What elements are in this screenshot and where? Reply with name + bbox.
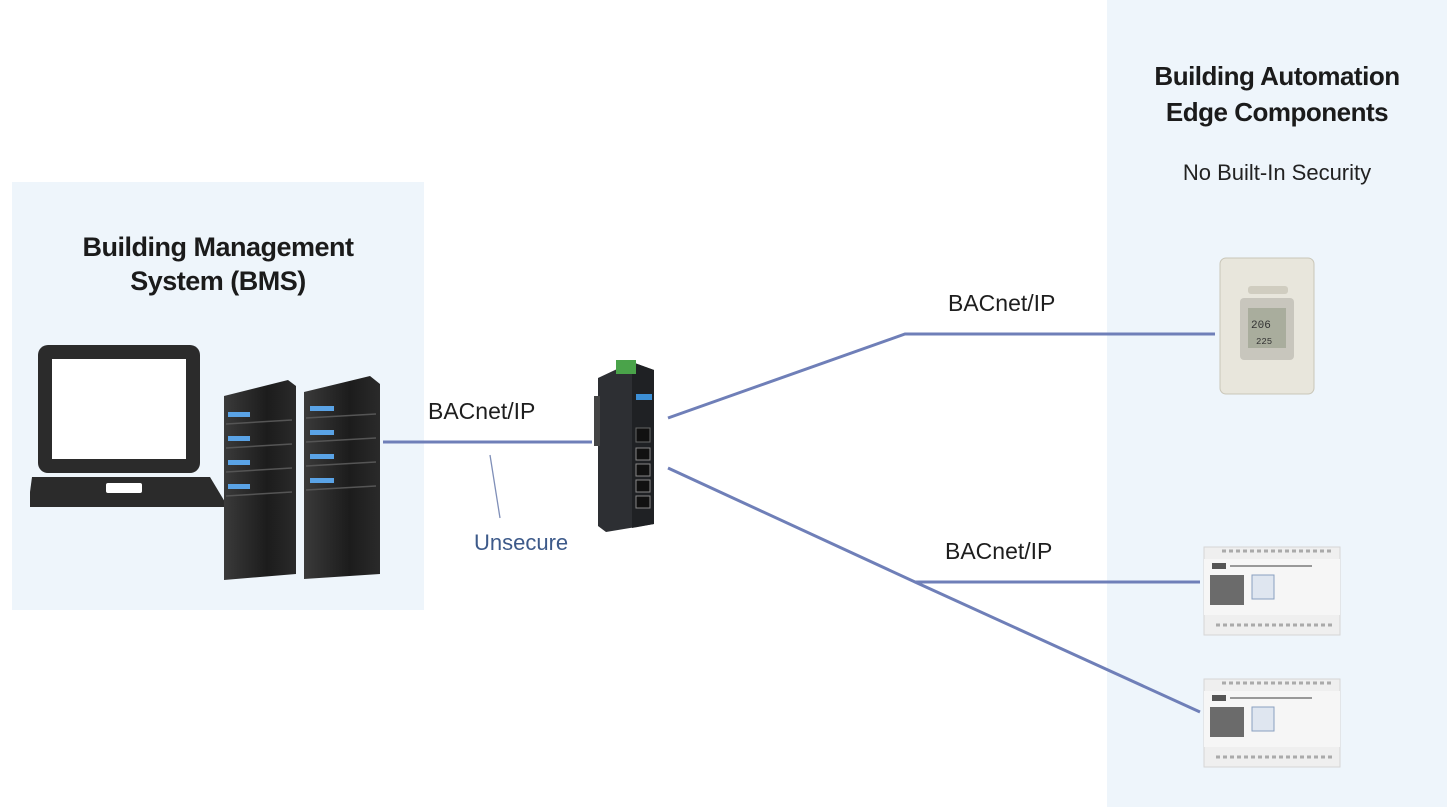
edge-components-panel (1107, 0, 1447, 807)
network-switch-icon (594, 360, 654, 532)
plc-controller-icon (1203, 546, 1341, 636)
link-label-bms-switch: BACnet/IP (428, 398, 536, 424)
unsecure-label: Unsecure (474, 530, 569, 555)
edge-title-line2: Edge Components (1165, 97, 1389, 127)
link-label-thermostat: BACnet/IP (948, 290, 1056, 316)
server-rack-icon (224, 376, 380, 580)
plc-controller-icon (1203, 678, 1341, 768)
thermostat-icon: 206 225 (1219, 257, 1315, 395)
bms-title-line1: Building Management (82, 232, 354, 262)
laptop-icon (30, 345, 228, 507)
bms-title: Building Management System (BMS) (12, 230, 424, 298)
edge-subtitle: No Built-In Security (1182, 160, 1372, 185)
wire-switch-thermostat (667, 332, 1215, 420)
bms-title-line2: System (BMS) (130, 266, 306, 296)
svg-text:206: 206 (1251, 320, 1271, 332)
edge-title: Building Automation Edge Components (1107, 58, 1447, 130)
link-label-plc: BACnet/IP (945, 538, 1053, 564)
wire-unsecure-pointer (489, 454, 501, 519)
svg-text:225: 225 (1256, 337, 1272, 347)
wire-switch-plc1 (667, 466, 1200, 584)
wire-switch-plc2 (914, 580, 1201, 714)
edge-title-line1: Building Automation (1154, 61, 1400, 91)
